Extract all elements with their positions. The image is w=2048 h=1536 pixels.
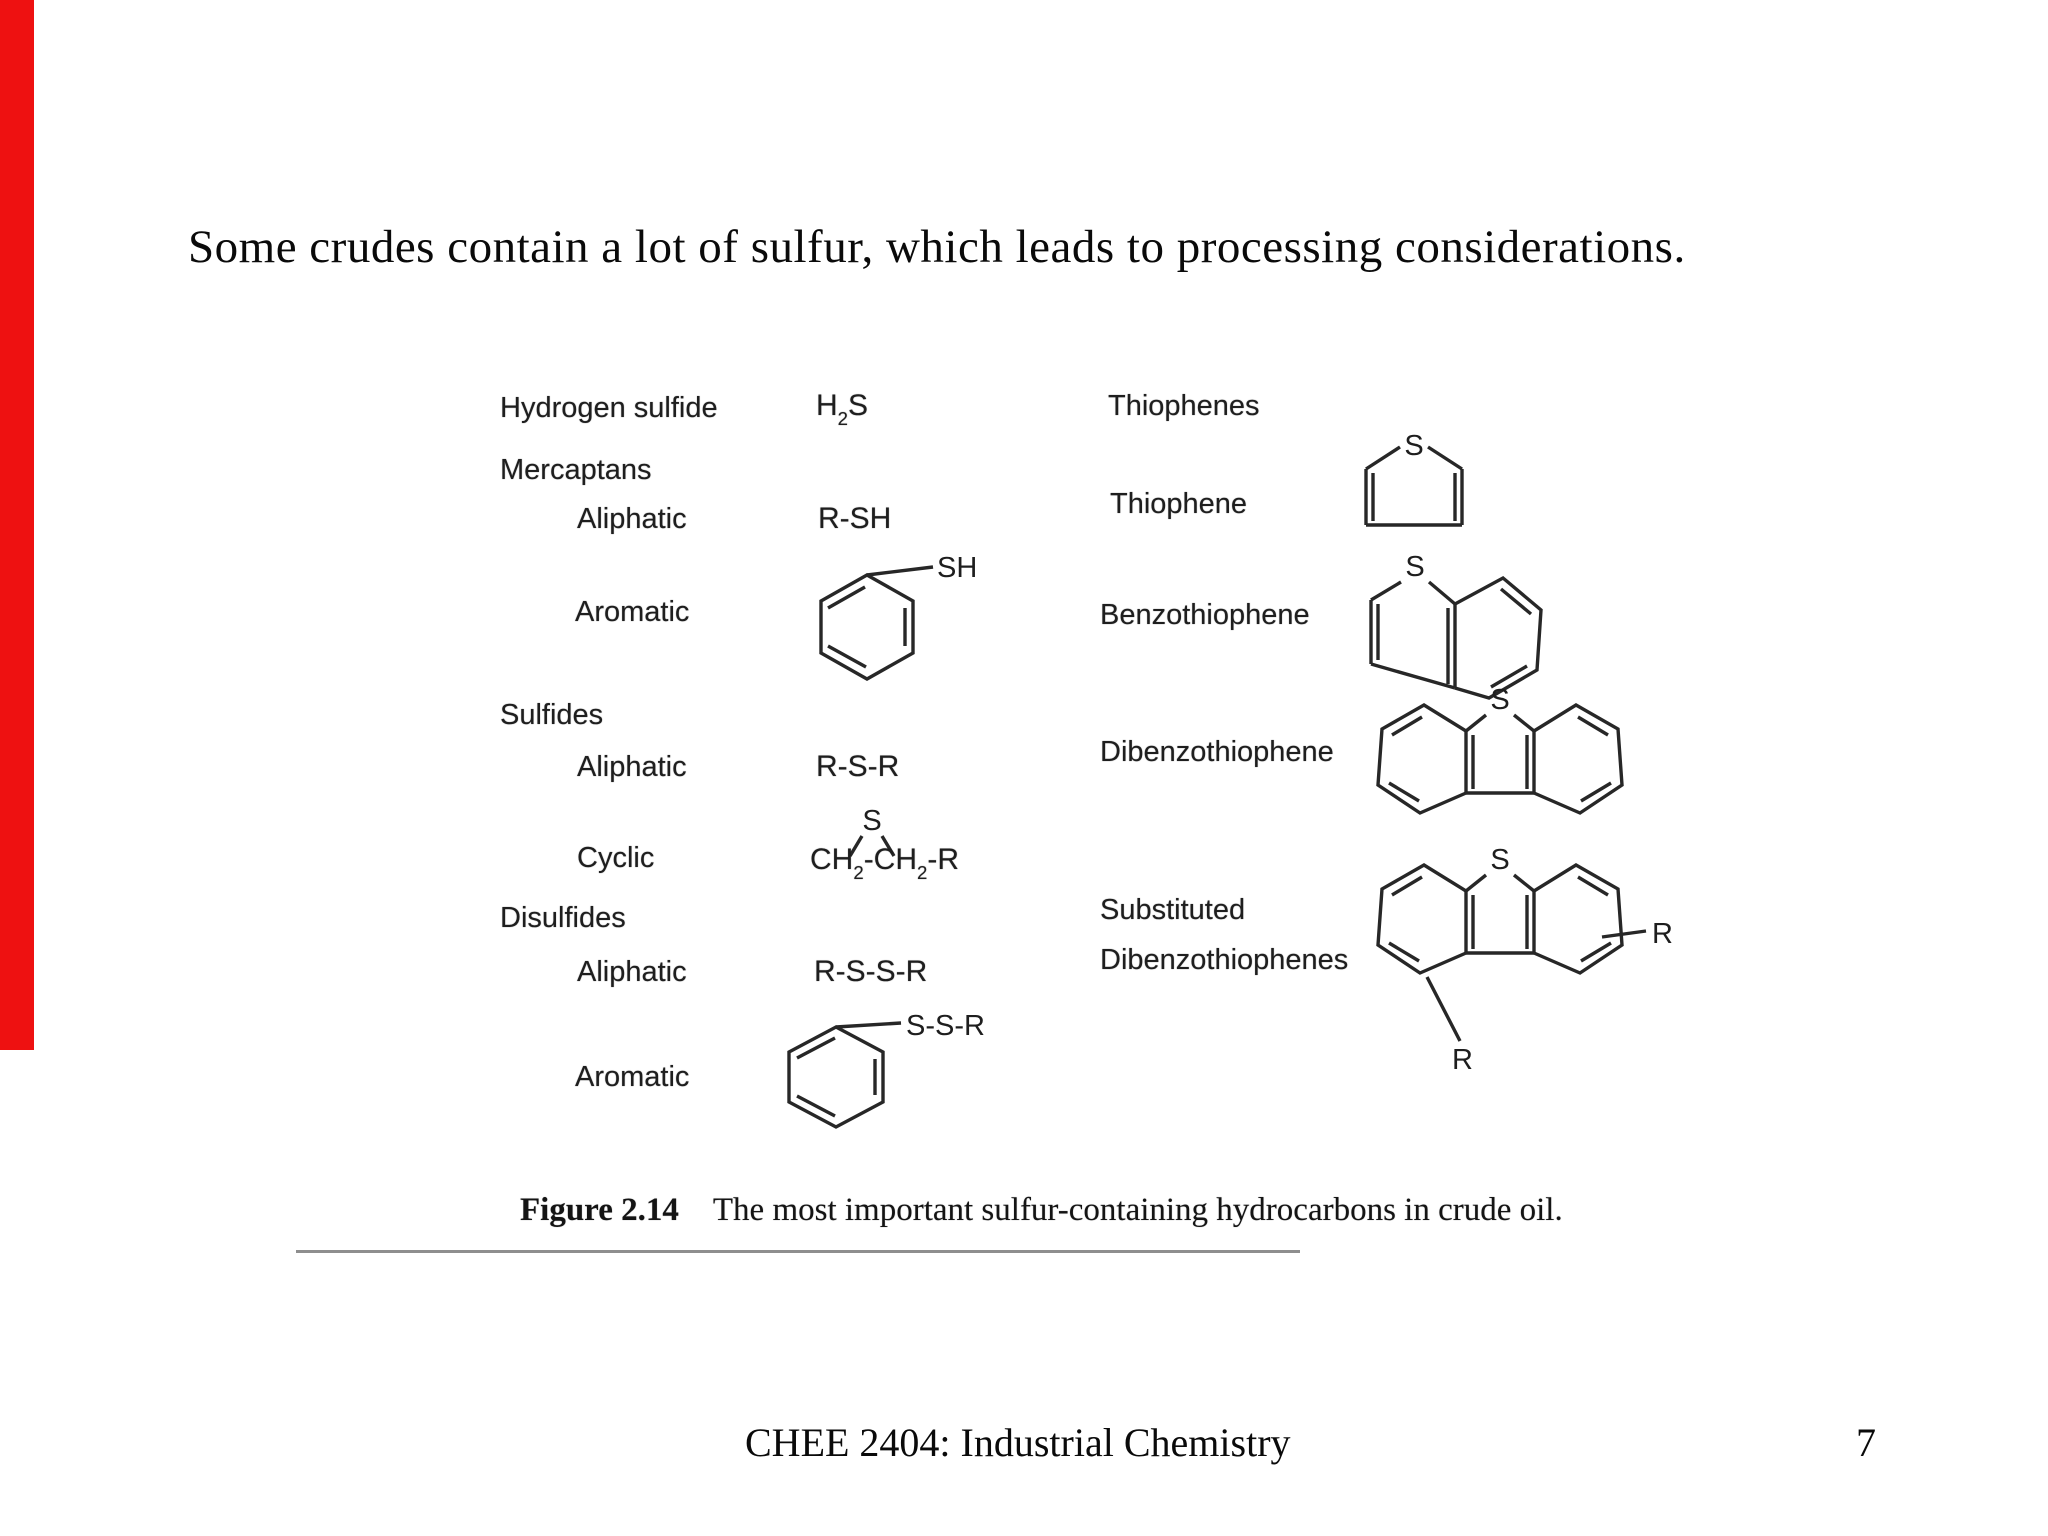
label-thiophenes-heading: Thiophenes <box>1108 390 1260 422</box>
formula-part: -R <box>927 843 960 876</box>
label-mercaptans: Mercaptans <box>500 454 652 486</box>
label-thiophene: Thiophene <box>1110 488 1248 520</box>
label-mercaptan-aromatic: Aromatic <box>575 596 690 628</box>
figure-caption: Figure 2.14 The most important sulfur-con… <box>520 1192 1563 1229</box>
formula-h2s: H2S <box>816 389 869 430</box>
formula-part: CH <box>810 843 854 876</box>
s-atom-label: S <box>1490 684 1509 716</box>
r-substituent-bottom-label: R <box>1452 1044 1473 1076</box>
formula-h2s-part: H <box>816 389 838 422</box>
figure-caption-number: Figure 2.14 <box>520 1192 679 1228</box>
label-sulfide-cyclic: Cyclic <box>577 842 655 874</box>
figure-bottom-rule <box>296 1250 1300 1253</box>
formula-rssr: R-S-S-R <box>814 955 928 988</box>
ssr-substituent-label: S-S-R <box>906 1010 985 1042</box>
label-disulfides: Disulfides <box>500 902 626 934</box>
label-dibenzothiophene: Dibenzothiophene <box>1100 736 1334 768</box>
formula-h2s-part: S <box>848 389 869 422</box>
label-sulfide-aliphatic: Aliphatic <box>577 751 687 783</box>
slide-title: Some crudes contain a lot of sulfur, whi… <box>188 221 1686 273</box>
benzene-disulfide-structure: S-S-R <box>787 1010 985 1129</box>
formula-part: -CH <box>863 843 918 876</box>
label-hydrogen-sulfide: Hydrogen sulfide <box>500 392 718 424</box>
label-dibenzothiophenes: Dibenzothiophenes <box>1100 944 1349 976</box>
footer-page-number: 7 <box>1856 1420 1876 1465</box>
formula-subscript: 2 <box>917 862 928 884</box>
s-atom-label: S <box>1404 430 1423 462</box>
label-disulfide-aliphatic: Aliphatic <box>577 956 687 988</box>
label-sulfides: Sulfides <box>500 699 604 731</box>
red-sidebar-accent <box>0 0 34 1050</box>
formula-h2s-subscript: 2 <box>837 408 849 430</box>
label-benzothiophene: Benzothiophene <box>1100 599 1310 631</box>
sh-substituent-label: SH <box>937 552 977 584</box>
substituted-dibenzothiophene-structure: S R R <box>1376 844 1673 1076</box>
label-disulfide-aromatic: Aromatic <box>575 1061 690 1093</box>
formula-rsh: R-SH <box>818 502 892 535</box>
thiophene-structure: S <box>1364 430 1464 527</box>
benzene-thiol-structure: SH <box>819 552 977 681</box>
dibenzothiophene-structure: S <box>1376 684 1624 815</box>
r-substituent-right-label: R <box>1652 918 1673 950</box>
footer-course-title: CHEE 2404: Industrial Chemistry <box>745 1420 1291 1465</box>
label-mercaptan-aliphatic: Aliphatic <box>577 503 687 535</box>
s-atom-label: S <box>1405 551 1424 583</box>
formula-subscript: 2 <box>853 862 864 884</box>
benzothiophene-structure: S <box>1369 551 1543 700</box>
s-atom-label: S <box>1490 844 1509 876</box>
s-atom-label: S <box>862 805 881 837</box>
formula-rsr: R-S-R <box>816 750 900 783</box>
cyclic-sulfide-s-bridge: S <box>848 805 896 857</box>
figure-caption-text: The most important sulfur-containing hyd… <box>712 1192 1563 1228</box>
label-substituted: Substituted <box>1100 894 1246 926</box>
formula-ch2-ch2-r: CH2-CH2-R <box>810 843 960 884</box>
